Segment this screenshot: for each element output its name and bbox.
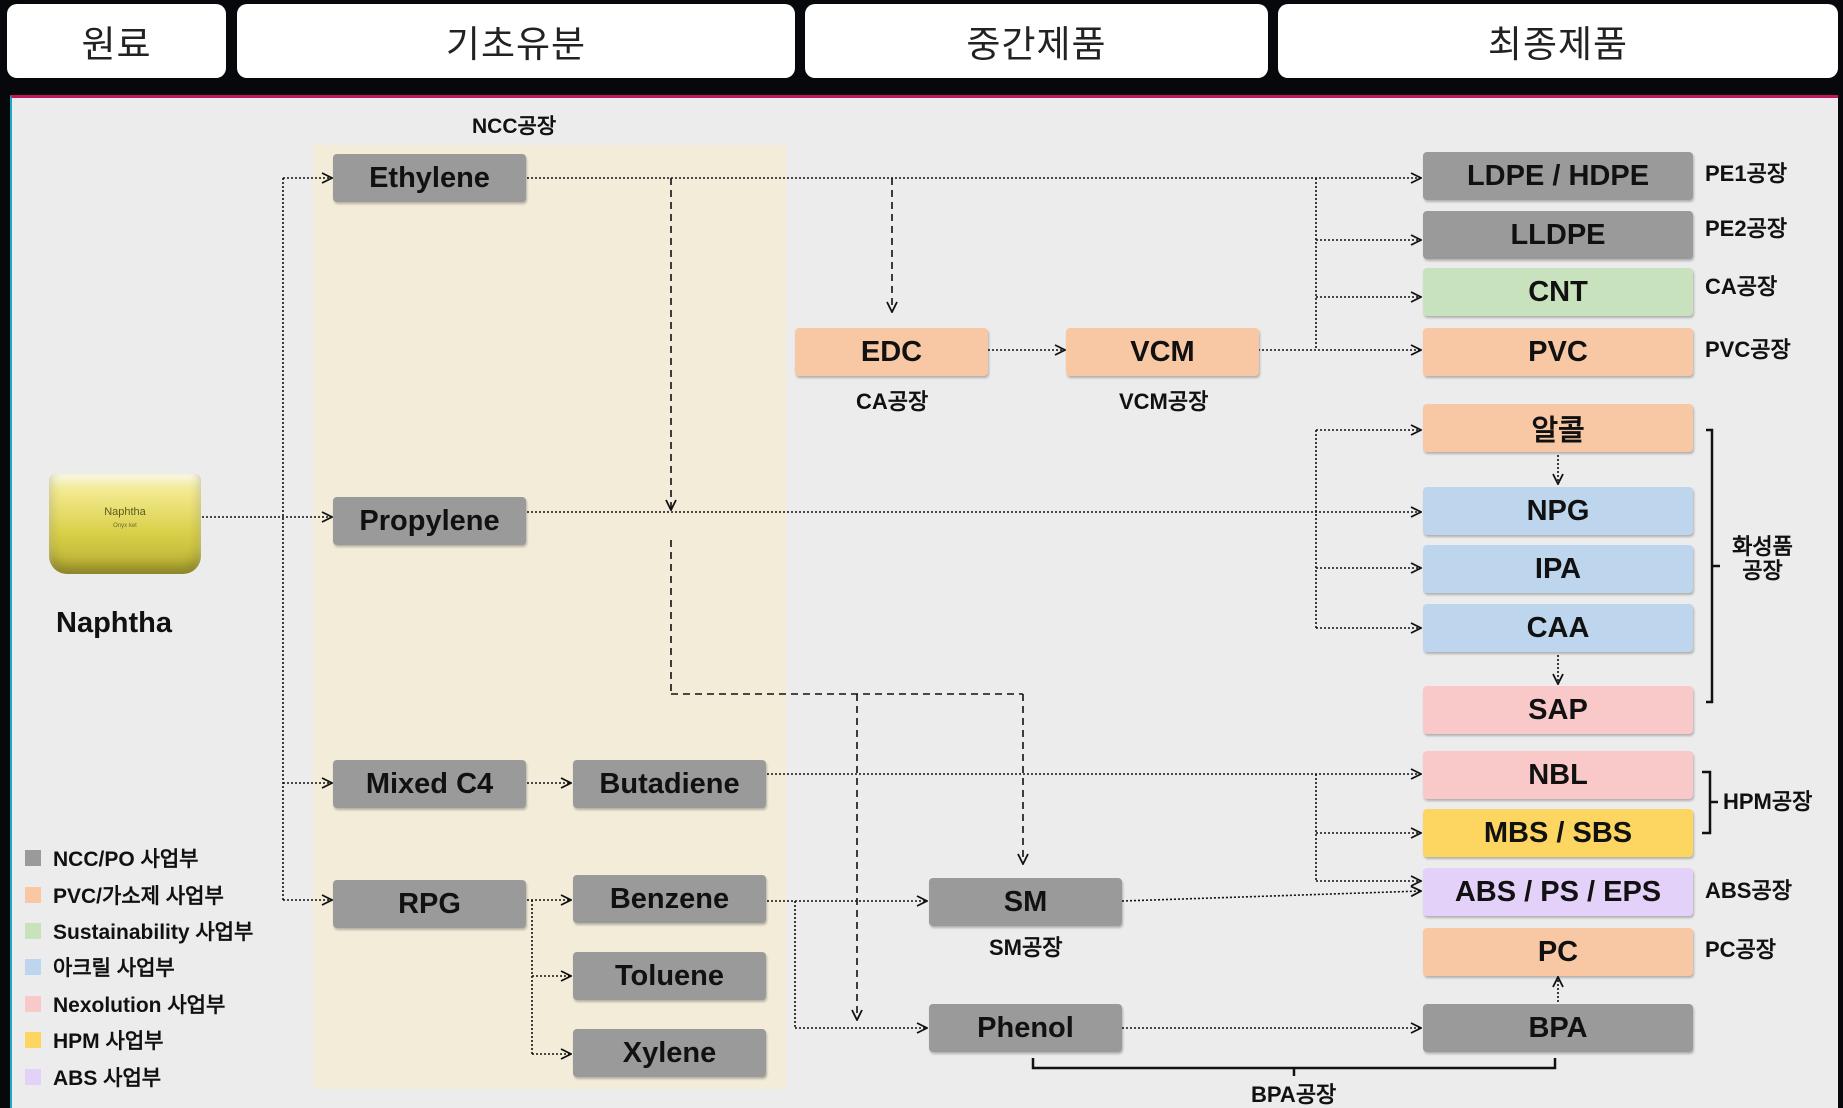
pc-plant-label: PC공장 [1705, 937, 1777, 962]
node-propylene: Propylene [333, 497, 526, 545]
naphtha-label: Naphtha [56, 607, 172, 639]
legend-label: Sustainability 사업부 [53, 920, 254, 944]
vcm-plant-label: VCM공장 [1119, 389, 1209, 414]
header-intermediate: 중간제품 [805, 4, 1268, 78]
node-ethylene: Ethylene [333, 154, 526, 202]
node-pvc: PVC [1423, 328, 1693, 376]
node-nbl: NBL [1423, 751, 1693, 799]
legend-label: ABS 사업부 [53, 1066, 162, 1090]
node-sap: SAP [1423, 686, 1693, 734]
node-toluene: Toluene [573, 952, 766, 1000]
node-lldpe: LLDPE [1423, 211, 1693, 259]
node-rpg: RPG [333, 880, 526, 928]
hpm-plant-label: HPM공장 [1723, 789, 1813, 814]
legend-label: PVC/가소제 사업부 [53, 884, 224, 908]
legend-item-pvc: PVC/가소제 사업부 [25, 876, 253, 912]
node-alcohol: 알콜 [1423, 404, 1693, 452]
node-cnt: CNT [1423, 268, 1693, 316]
legend-swatch [25, 959, 41, 976]
sm-plant-label: SM공장 [989, 935, 1063, 960]
node-vcm: VCM [1066, 328, 1259, 376]
node-xylene: Xylene [573, 1029, 766, 1077]
chemical-plant-label-line2: 공장 [1742, 558, 1783, 584]
node-npg: NPG [1423, 487, 1693, 535]
legend-item-nexolution: Nexolution 사업부 [25, 986, 253, 1022]
legend-label: 아크릴 사업부 [53, 957, 175, 981]
legend-label: Nexolution 사업부 [53, 993, 226, 1017]
legend-item-sustainability: Sustainability 사업부 [25, 913, 253, 949]
naphtha-image-label: Naphtha [104, 506, 146, 518]
node-mbs-sbs: MBS / SBS [1423, 809, 1693, 857]
legend-swatch [25, 850, 41, 867]
node-butadiene: Butadiene [573, 760, 766, 808]
bpa-plant-label: BPA공장 [1251, 1082, 1337, 1107]
pe2-plant-label: PE2공장 [1705, 216, 1788, 241]
legend-label: HPM 사업부 [53, 1030, 164, 1054]
node-pc: PC [1423, 928, 1693, 976]
header-raw-material: 원료 [7, 4, 226, 78]
node-ipa: IPA [1423, 545, 1693, 593]
legend-swatch [25, 1032, 41, 1049]
edc-plant-label: CA공장 [856, 389, 929, 414]
node-phenol: Phenol [929, 1004, 1122, 1052]
legend-label: NCC/PO 사업부 [53, 848, 199, 872]
legend-item-ncc-po: NCC/PO 사업부 [25, 840, 253, 876]
abs-plant-label: ABS공장 [1705, 878, 1792, 903]
legend-swatch [25, 886, 41, 903]
legend-item-acryl: 아크릴 사업부 [25, 949, 253, 985]
legend-item-hpm: HPM 사업부 [25, 1022, 253, 1058]
node-ldpe-hdpe: LDPE / HDPE [1423, 152, 1693, 200]
node-caa: CAA [1423, 604, 1693, 652]
ncc-plant-label: NCC공장 [472, 115, 557, 138]
ncc-plant-zone [313, 145, 786, 1089]
node-benzene: Benzene [573, 875, 766, 923]
node-mixed-c4: Mixed C4 [333, 760, 526, 808]
legend-item-abs: ABS 사업부 [25, 1058, 253, 1094]
header-basic-fraction: 기초유분 [237, 4, 795, 78]
naphtha-bottle-image: Naphtha Onyx ket [49, 474, 201, 574]
ca-plant-label: CA공장 [1705, 274, 1778, 299]
legend-swatch [25, 995, 41, 1012]
node-sm: SM [929, 878, 1122, 926]
chemical-plant-label: 화성품 공장 [1725, 534, 1800, 584]
legend: NCC/PO 사업부 PVC/가소제 사업부 Sustainability 사업… [25, 840, 253, 1095]
header-final-product: 최종제품 [1278, 4, 1838, 78]
node-abs-ps-eps: ABS / PS / EPS [1423, 868, 1693, 916]
chemical-plant-label-line1: 화성품 [1732, 534, 1793, 559]
legend-swatch [25, 1068, 41, 1085]
node-edc: EDC [795, 328, 988, 376]
node-bpa: BPA [1423, 1004, 1693, 1052]
legend-swatch [25, 922, 41, 939]
pe1-plant-label: PE1공장 [1705, 161, 1788, 186]
pvc-plant-label: PVC공장 [1705, 337, 1791, 362]
naphtha-image-sublabel: Onyx ket [113, 523, 137, 529]
